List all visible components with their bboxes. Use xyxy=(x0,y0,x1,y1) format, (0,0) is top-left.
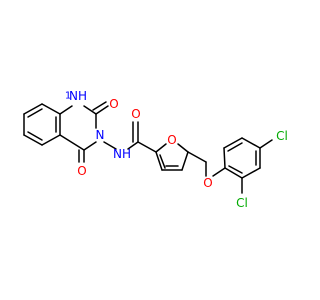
bond xyxy=(103,141,117,150)
bond xyxy=(127,141,139,150)
atom-label-layer: NH 1 O N O NH O O O Cl Cl xyxy=(65,89,288,210)
bond xyxy=(224,167,243,179)
bond xyxy=(27,108,43,118)
bond xyxy=(27,131,43,141)
atom-oxygen-ether: O xyxy=(203,176,212,190)
bond xyxy=(59,105,73,115)
atom-oxygen-c4: O xyxy=(77,164,86,178)
bond xyxy=(228,165,243,174)
bond xyxy=(181,151,189,171)
atom-chlorine-ortho: Cl xyxy=(236,196,248,210)
atom-oxygen-furan: O xyxy=(167,133,176,147)
atom-oxygen-amide: O xyxy=(131,107,140,121)
bond xyxy=(83,105,97,115)
bond xyxy=(241,167,261,179)
bond xyxy=(23,103,43,115)
bond xyxy=(212,167,226,177)
bond xyxy=(177,143,189,153)
bond xyxy=(223,147,226,169)
bond xyxy=(92,101,107,111)
bond xyxy=(241,137,261,149)
bond xyxy=(23,134,43,146)
bond-layer xyxy=(23,101,273,194)
bond xyxy=(187,151,207,163)
atom-locant: 1 xyxy=(65,91,71,102)
bond xyxy=(259,139,273,149)
atom-nh-amide: NH xyxy=(113,147,131,161)
bond xyxy=(95,105,109,115)
bond xyxy=(159,154,166,169)
atom-oxygen-c2: O xyxy=(109,97,118,111)
bond xyxy=(41,134,61,146)
atom-chlorine-para: Cl xyxy=(276,129,288,143)
bond xyxy=(59,134,85,151)
bond xyxy=(41,103,61,115)
molecule-canvas: NH 1 O N O NH O O O Cl Cl xyxy=(23,89,288,210)
bond xyxy=(155,143,167,153)
bond xyxy=(83,141,97,151)
atom-nitrogen-n3: N xyxy=(96,128,105,142)
bond xyxy=(223,137,243,149)
structure-diagram: NH 1 O N O NH O O O Cl Cl xyxy=(23,89,288,210)
bond xyxy=(155,151,163,171)
bond xyxy=(137,141,157,153)
bond xyxy=(227,142,243,152)
atom-nh-ring: NH xyxy=(69,89,87,103)
